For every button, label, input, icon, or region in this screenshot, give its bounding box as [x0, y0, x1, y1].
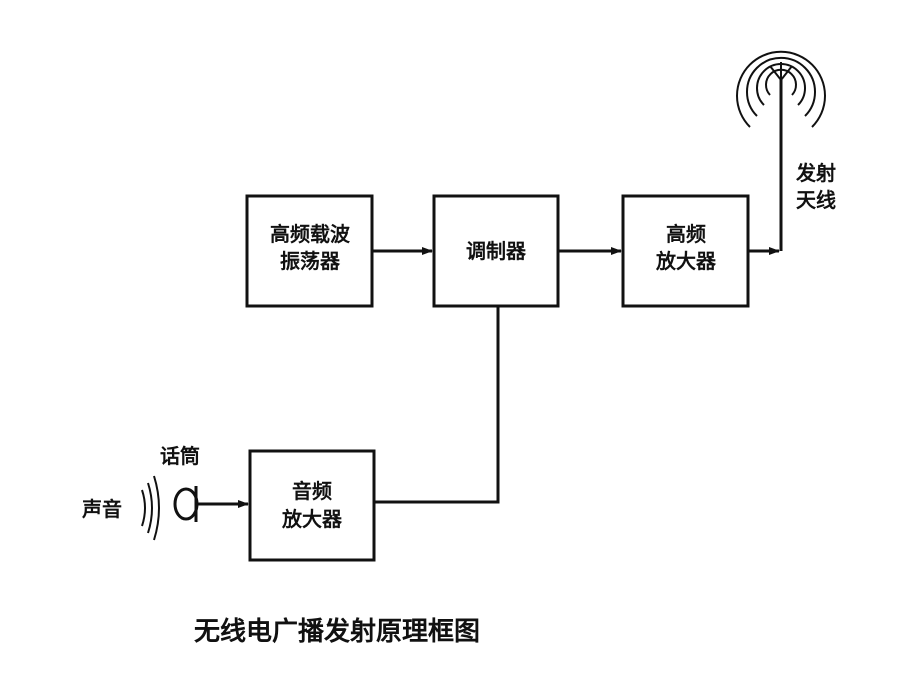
sound-wave-icon	[141, 475, 160, 541]
af-amplifier-label-1: 音频	[292, 479, 332, 503]
microphone-icon	[173, 486, 199, 522]
hf-amplifier-label-2: 放大器	[655, 249, 717, 273]
af-amplifier-label-2: 放大器	[281, 507, 343, 531]
hf-amplifier-label-1: 高频	[666, 222, 706, 246]
microphone-label: 话筒	[160, 444, 200, 468]
antenna-label-2: 天线	[796, 188, 836, 212]
antenna-icon	[736, 50, 826, 251]
af-amplifier-to-modulator-wire	[374, 306, 500, 504]
hf-oscillator-label-1: 高频载波	[270, 222, 351, 246]
modulator-block: 调制器	[432, 194, 560, 308]
af-amplifier-block: 音频 放大器	[248, 449, 376, 562]
antenna-label-1: 发射	[795, 161, 836, 185]
sound-label: 声音	[81, 497, 122, 521]
hf-oscillator-label-2: 振荡器	[280, 249, 341, 273]
hf-oscillator-block: 高频载波 振荡器	[245, 194, 374, 308]
hf-amplifier-block: 高频 放大器	[621, 194, 750, 308]
modulator-label: 调制器	[466, 239, 527, 263]
diagram-caption: 无线电广播发射原理框图	[194, 616, 480, 647]
